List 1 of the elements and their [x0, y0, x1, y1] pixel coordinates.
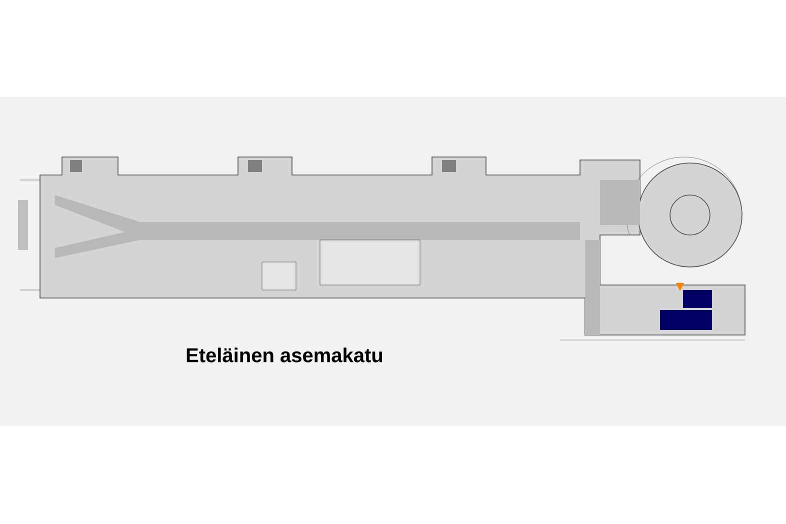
street-label: Eteläinen asemakatu	[186, 348, 382, 362]
